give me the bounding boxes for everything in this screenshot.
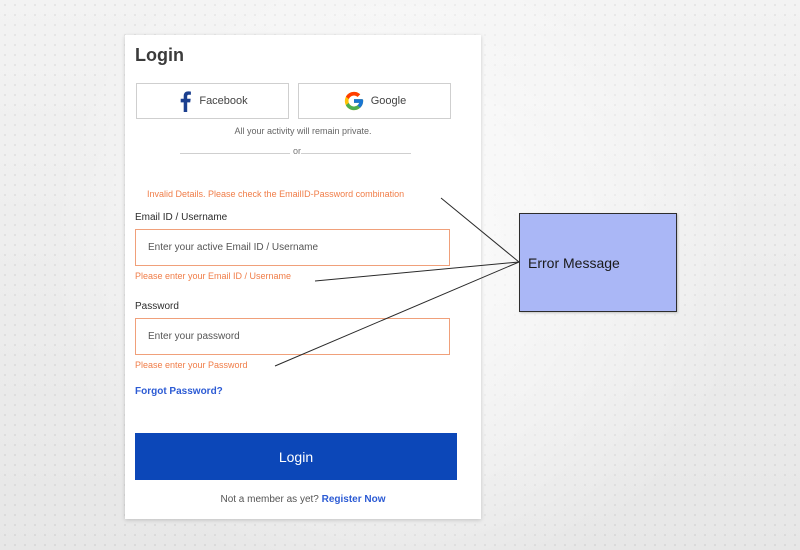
- or-divider: or: [135, 146, 471, 160]
- password-error: Please enter your Password: [135, 360, 248, 370]
- google-icon: [344, 91, 363, 111]
- facebook-login-button[interactable]: Facebook: [136, 83, 289, 119]
- register-row: Not a member as yet? Register Now: [135, 494, 471, 505]
- facebook-icon: [181, 91, 192, 112]
- password-label: Password: [135, 301, 179, 312]
- email-label: Email ID / Username: [135, 212, 228, 223]
- page-title: Login: [135, 45, 184, 65]
- divider-text: or: [293, 146, 302, 156]
- social-login-row: Facebook Google: [136, 83, 471, 119]
- google-label: Google: [370, 95, 407, 107]
- login-button[interactable]: Login: [135, 433, 457, 480]
- google-login-button[interactable]: Google: [298, 83, 451, 119]
- email-placeholder: Enter your active Email ID / Username: [148, 242, 319, 253]
- privacy-note: All your activity will remain private.: [234, 126, 372, 136]
- facebook-label: Facebook: [199, 95, 248, 107]
- email-error: Please enter your Email ID / Username: [135, 271, 292, 281]
- password-placeholder: Enter your password: [148, 331, 240, 342]
- error-message-callout: Error Message: [519, 213, 677, 312]
- password-field[interactable]: Enter your password: [135, 318, 450, 355]
- forgot-password-link[interactable]: Forgot Password?: [135, 386, 223, 397]
- register-now-link[interactable]: Register Now: [321, 494, 386, 505]
- callout-text: Error Message: [528, 254, 620, 271]
- divider-line-left: [180, 153, 290, 154]
- divider-line-right: [301, 153, 411, 154]
- login-card: Login Facebook Google All your activity …: [125, 35, 481, 519]
- invalid-details-error: Invalid Details. Please check the EmailI…: [147, 189, 405, 199]
- register-prompt: Not a member as yet?: [220, 494, 319, 505]
- email-field[interactable]: Enter your active Email ID / Username: [135, 229, 450, 266]
